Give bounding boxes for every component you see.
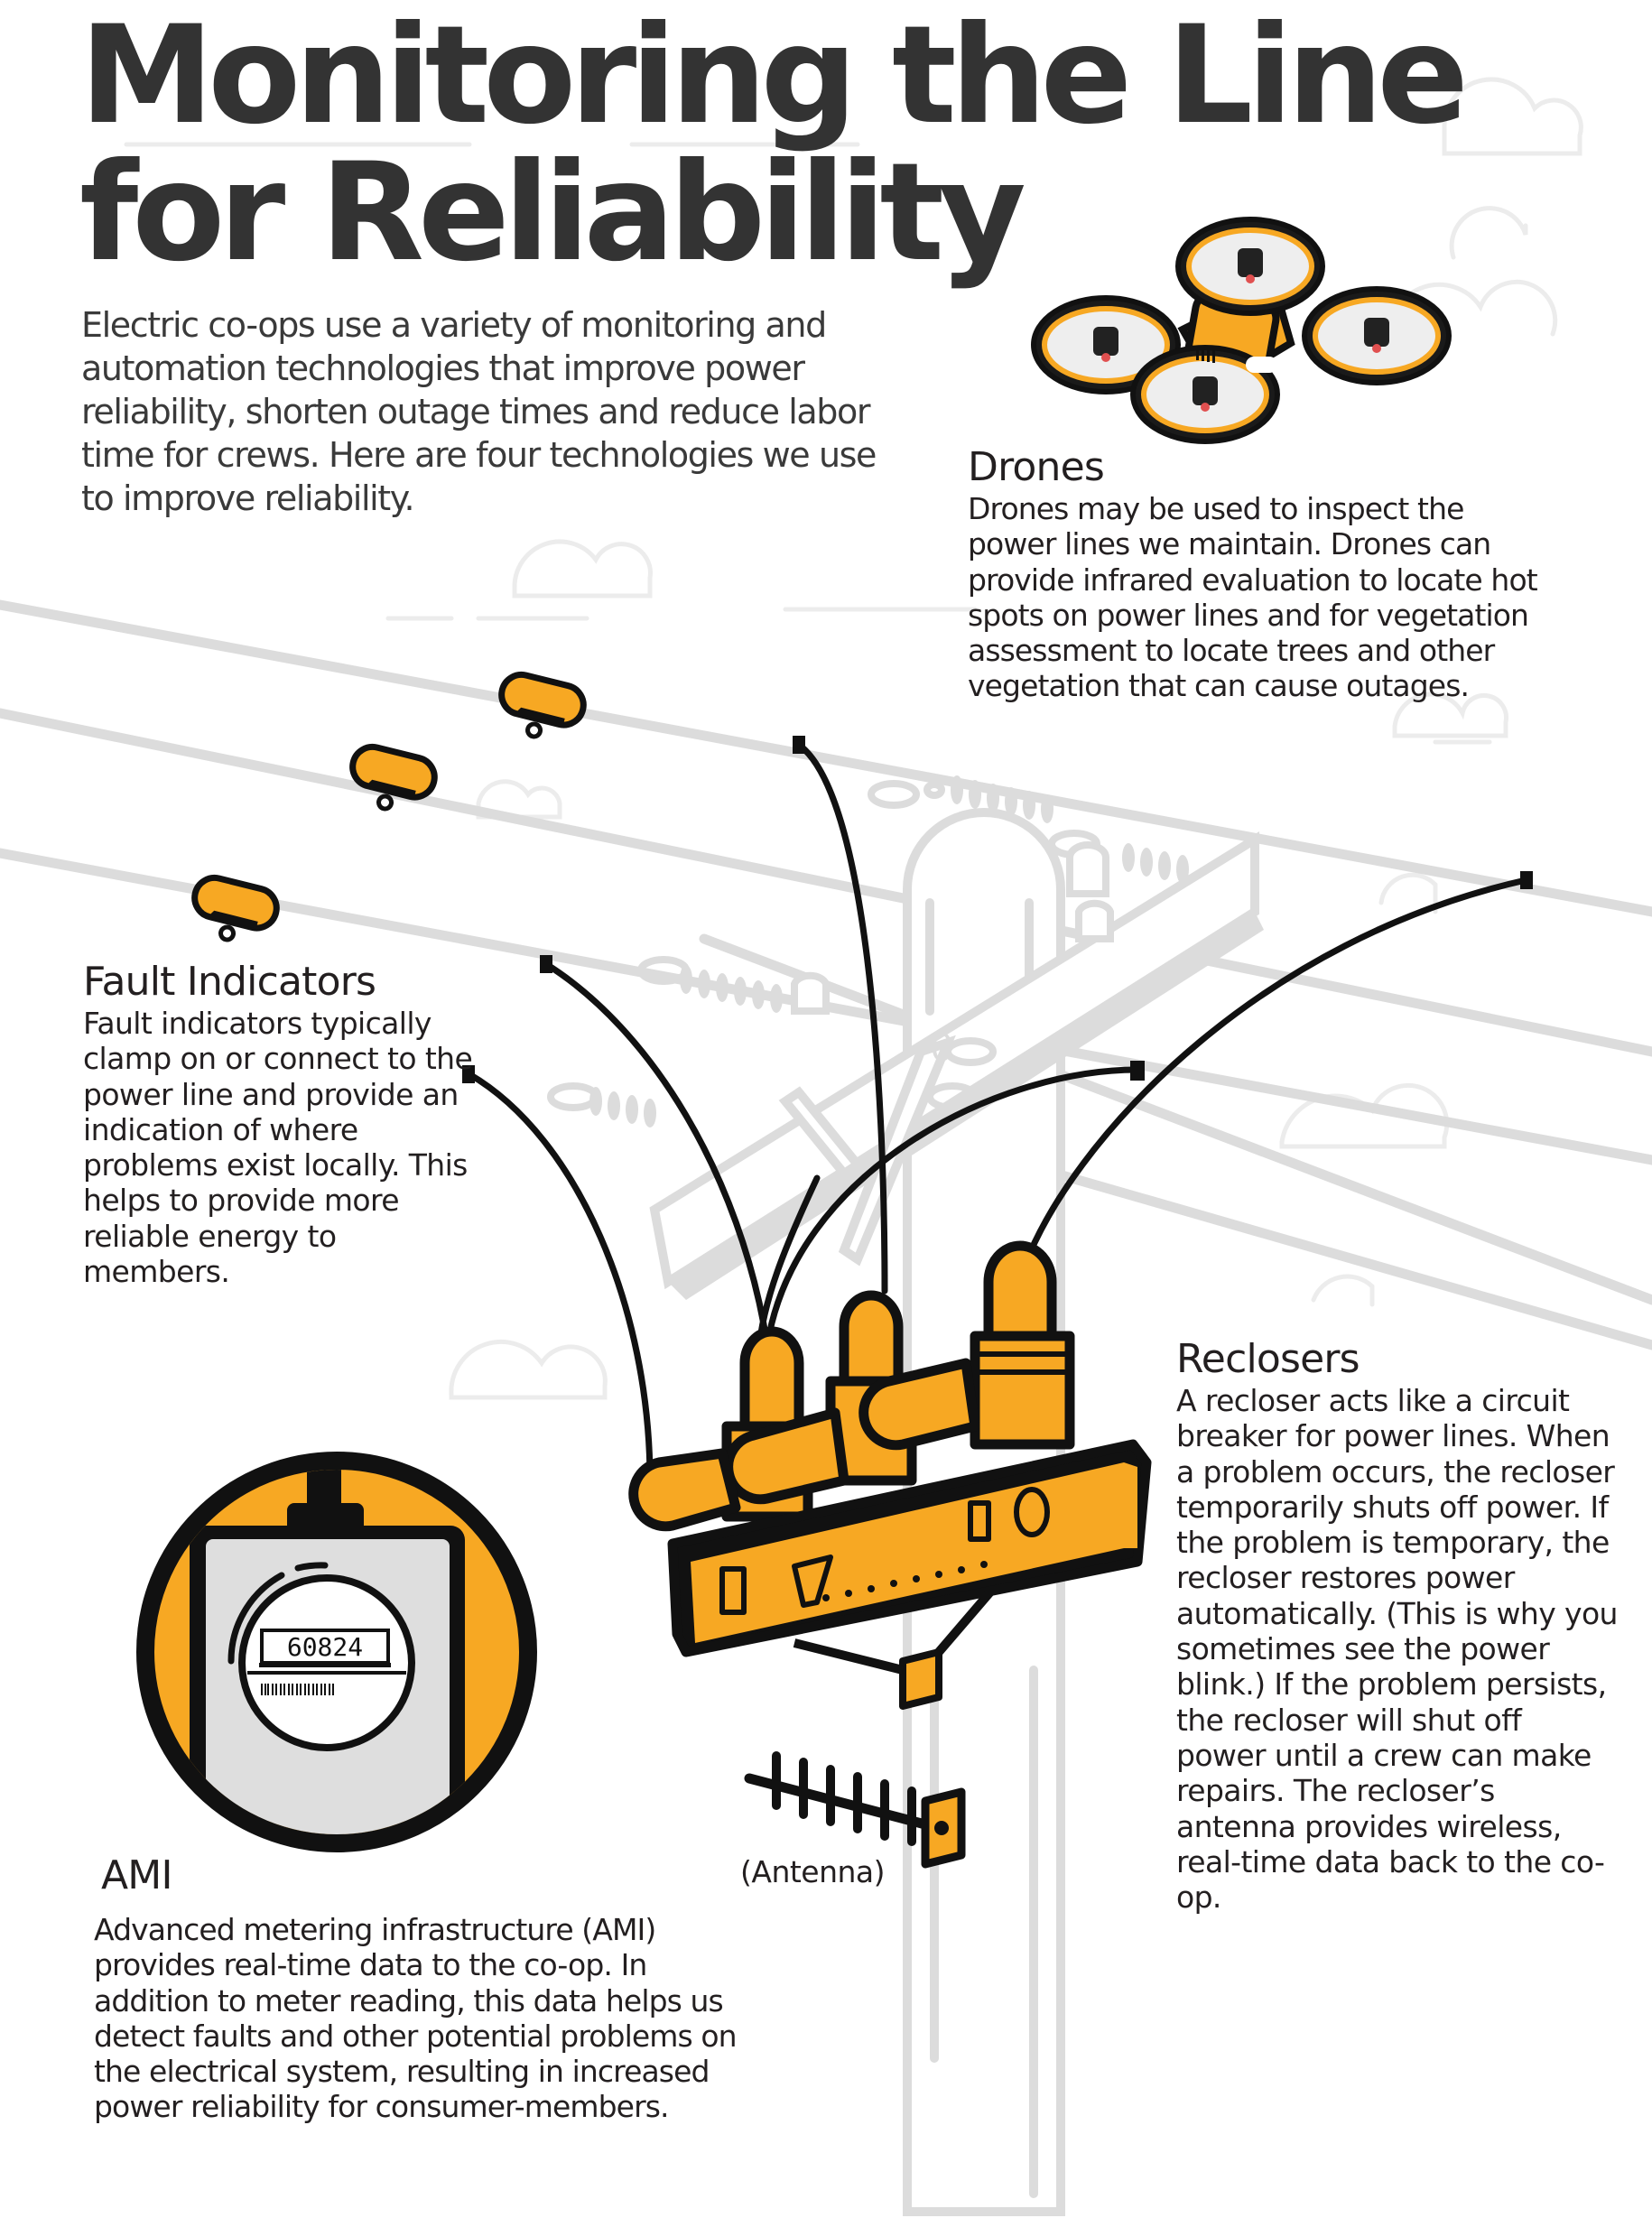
- cloud-icon: [1279, 1082, 1450, 1149]
- beam-rivets: [822, 1561, 988, 1601]
- cloud-icon: [1442, 77, 1583, 156]
- fault-indicator-icon: [498, 671, 587, 739]
- section-body: Fault indicators typically clamp on or c…: [83, 1006, 473, 1290]
- cloud-icon: [1311, 1274, 1375, 1307]
- section-body: Advanced metering infrastructure (AMI) p…: [94, 1912, 738, 2125]
- antenna-icon: [744, 1751, 966, 1869]
- cloud-icon: [1392, 691, 1508, 738]
- section-heading: Reclosers: [1176, 1336, 1360, 1382]
- section-heading: Fault Indicators: [83, 959, 376, 1005]
- meter-readout: 60824: [287, 1632, 363, 1662]
- section-reclosers: Reclosers A recloser acts like a circuit…: [1176, 1336, 1619, 1915]
- power-line: [0, 599, 1652, 917]
- rotor: [1175, 217, 1325, 316]
- cable: [795, 741, 888, 1295]
- cloud-icon: [1378, 872, 1438, 914]
- power-line: [699, 933, 1652, 1305]
- cable: [1026, 877, 1529, 1258]
- power-line: [988, 1150, 1652, 1350]
- cloud-icon: [1449, 206, 1528, 260]
- crossarm-mark: 0: [930, 1025, 954, 1070]
- section-heading: AMI: [101, 1852, 172, 1898]
- section-drones: Drones Drones may be used to inspect the…: [968, 444, 1545, 704]
- section-fault-indicators: Fault Indicators Fault indicators typica…: [83, 959, 480, 1289]
- cloud-icon: [476, 779, 562, 820]
- fault-indicator-icon: [349, 743, 438, 812]
- cable: [764, 1066, 1141, 1349]
- power-line: [0, 708, 1652, 1057]
- section-heading: Drones: [968, 444, 1105, 490]
- cloud-icon: [512, 539, 653, 599]
- antenna-label: (Antenna): [740, 1854, 886, 1889]
- cable-clamps: [462, 736, 1533, 1083]
- cable: [466, 1071, 654, 1484]
- insulator-discs: [589, 775, 1189, 1128]
- page-title: Monitoring the Line for Reliability: [79, 7, 1469, 282]
- drone-icon: [1031, 217, 1452, 444]
- title-line-1: Monitoring the Line: [79, 0, 1469, 154]
- smart-meter-icon: 60824: [136, 1452, 537, 1852]
- section-body: Drones may be used to inspect the power …: [968, 491, 1538, 704]
- cable: [543, 961, 771, 1349]
- recloser-icon: [628, 1240, 1152, 1710]
- cloud-icon: [449, 1339, 608, 1400]
- title-line-2: for Reliability: [79, 135, 1026, 292]
- rotor: [1130, 345, 1280, 444]
- meter-barcode: [261, 1684, 334, 1695]
- pin-insulators: [791, 841, 1114, 1015]
- rotor: [1302, 286, 1452, 385]
- fault-indicators: [191, 671, 587, 942]
- section-body: A recloser acts like a circuit breaker f…: [1176, 1383, 1618, 1916]
- intro-paragraph: Electric co-ops use a variety of monitor…: [81, 305, 877, 518]
- recloser-cables: [466, 741, 1529, 1484]
- section-ami: AMI Advanced metering infrastructure (AM…: [94, 1852, 744, 2125]
- fault-indicator-icon: [191, 874, 280, 942]
